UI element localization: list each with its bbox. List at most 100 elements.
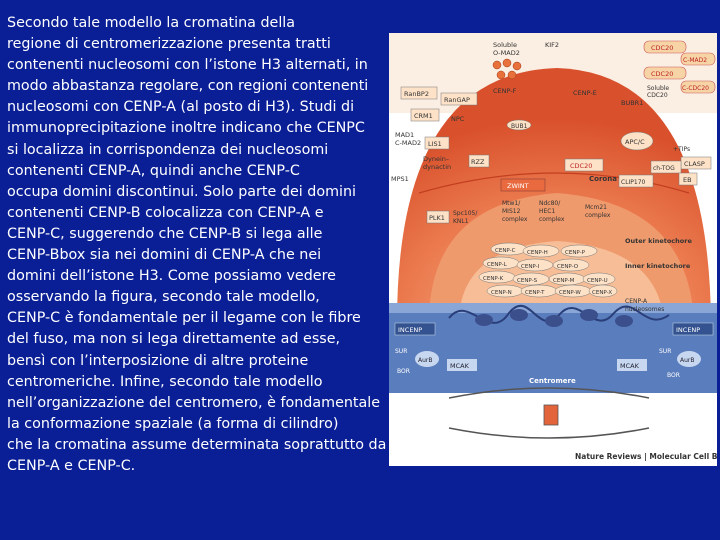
label-bubr1: BUBR1 (621, 99, 643, 107)
label-cenp-m: CENP-M (553, 278, 575, 284)
body-text-line: occupa domini discontinui. Solo parte de… (7, 183, 357, 200)
label-zwint: ZWINT (507, 182, 529, 190)
zwint-box (500, 178, 546, 192)
label-cdc20-corona: CDC20 (570, 162, 592, 170)
body-text-line: Secondo tale modello la cromatina della (7, 15, 296, 31)
body-text-line: bensì con l’interposizione di altre prot… (7, 352, 309, 369)
body-text-line: nucleosomi con CENP-A (al posto di H3). … (7, 99, 355, 116)
body-text-line: CENP-C, suggerendo che CENP-B si lega al… (7, 225, 323, 242)
label-mcm21: Mcm21 (585, 204, 607, 211)
body-text-line: immunoprecipitazione inoltre indicano ch… (7, 120, 365, 137)
label-ndc80-b: HEC1 (539, 208, 555, 215)
label-mad1: MAD1 (395, 131, 414, 139)
label-ch-tog: ch-TOG (653, 165, 675, 172)
label-mtw1-b: MIS12 (502, 208, 521, 215)
label-cenp-s: CENP-S (517, 278, 538, 284)
label-cenp-x: CENP-X (592, 290, 612, 296)
label-cenp-f: CENP-F (493, 87, 517, 95)
cdc20-box-b (643, 66, 687, 80)
label-mcak-left: MCAK (450, 362, 470, 370)
rzz-box (468, 154, 490, 168)
body-text-line: modo abbastanza regolare, con regioni co… (7, 78, 369, 95)
aurb-right-shape (677, 351, 701, 367)
mcak-left-box (447, 359, 477, 371)
label-centromere: Centromere (529, 377, 576, 385)
aurb-left-shape (415, 351, 439, 367)
body-text-line: che la cromatina assume determinata sopr… (7, 436, 387, 453)
chromosome-icon (448, 387, 650, 439)
label-incenp-left: INCENP (398, 326, 422, 334)
chtog-box (650, 160, 682, 174)
label-clip170: CLIP170 (621, 179, 646, 186)
ranbp2-box (400, 86, 438, 100)
label-cenp-k: CENP-K (483, 276, 504, 282)
label-corona: Corona (589, 175, 617, 183)
figure-credit: Nature Reviews | Molecular Cell Biology (575, 452, 717, 462)
label-mtw1: Mtw1/ (502, 200, 521, 207)
body-text-line: la conformazione spaziale (a forma di ci… (7, 415, 339, 432)
lis1-box (424, 136, 450, 150)
label-mps1: MPS1 (391, 175, 409, 183)
label-outer-kinetochore: Outer kinetochore (625, 237, 692, 245)
label-soluble-cdc20-b: CDC20 (647, 92, 668, 99)
label-bor-right: BOR (667, 372, 680, 379)
label-aurb-right: AurB (680, 357, 695, 364)
label-cenp-a-b: nucleosomes (625, 306, 664, 313)
label-c-mad2-top: C-MAD2 (683, 57, 707, 64)
label-mad1-b: C-MAD2 (395, 139, 421, 147)
label-spc105: Spc105/ (453, 210, 478, 217)
label-rzz: RZZ (471, 158, 485, 166)
label-soluble-mad2: Soluble (493, 41, 517, 49)
label-ndc80: Ndc80/ (539, 200, 561, 207)
label-aurb-left: AurB (418, 357, 433, 364)
corona-band-line (418, 172, 690, 194)
body-text-line: del fuso, ma non si lega direttamente ad… (7, 331, 341, 348)
mcak-right-box (617, 359, 647, 371)
label-sur-right: SUR (659, 348, 671, 355)
clip170-box (618, 174, 654, 188)
label-crm1: CRM1 (414, 112, 433, 120)
centromere-top-edge (389, 303, 717, 313)
nucleosomes (475, 309, 633, 327)
body-text-line: si localizza in corrispondenza dei nucle… (7, 141, 329, 158)
label-dynein: Dynein– (423, 155, 449, 163)
bub1-box (506, 119, 532, 131)
label-cenp-n: CENP-N (491, 290, 512, 296)
label-cenp-o: CENP-O (557, 264, 579, 270)
label-cdc20-b: CDC20 (651, 70, 673, 78)
label-c-cdc20: C-CDC20 (682, 85, 709, 92)
label-clasp: CLASP (684, 160, 705, 168)
label-apc: APC/C (625, 138, 645, 146)
body-text-line: CENP-A e CENP-C. (7, 457, 136, 474)
kinetochore-figure: Nature Reviews | Molecular Cell Biology … (389, 33, 717, 466)
label-cenp-a: CENP-A (625, 298, 648, 305)
label-lis1: LIS1 (428, 140, 442, 148)
label-cenp-c: CENP-C (495, 248, 516, 254)
plk1-box (426, 210, 450, 224)
eb-box (678, 172, 698, 186)
body-text-line: domini dell’istone H3. Come possiamo ved… (7, 268, 336, 285)
label-mcak-right: MCAK (620, 362, 640, 370)
label-cenp-t: CENP-T (525, 290, 545, 296)
incenp-left-box (394, 322, 436, 336)
label-cenp-p: CENP-P (565, 250, 586, 256)
label-cenp-u: CENP-U (587, 278, 608, 284)
label-plk1: PLK1 (429, 214, 445, 222)
cenp-cluster: CENP-C CENP-H CENP-P CENP-L CENP-I CENP-… (478, 242, 618, 298)
label-inner-kinetochore: Inner kinetochore (625, 262, 691, 270)
crm1-box (410, 108, 440, 122)
body-text-line: CENP-C è fondamentale per il legame con … (7, 310, 361, 327)
body-text-line: contenenti CENP-A, quindi anche CENP-C (7, 162, 300, 179)
label-cdc20-a: CDC20 (651, 44, 673, 52)
label-npc: NPC (451, 115, 465, 123)
label-ndc80-c: complex (539, 216, 565, 223)
label-kif2: KIF2 (545, 41, 559, 49)
label-cenp-l: CENP-L (487, 262, 508, 268)
label-spc105-b: KNL1 (453, 218, 469, 225)
ccdc20-box (680, 80, 716, 94)
label-soluble-mad2-b: O-MAD2 (493, 49, 520, 57)
label-dynein-b: dynactin (423, 163, 451, 171)
label-eb: EB (683, 176, 692, 184)
cdc20-box-a (643, 40, 687, 54)
